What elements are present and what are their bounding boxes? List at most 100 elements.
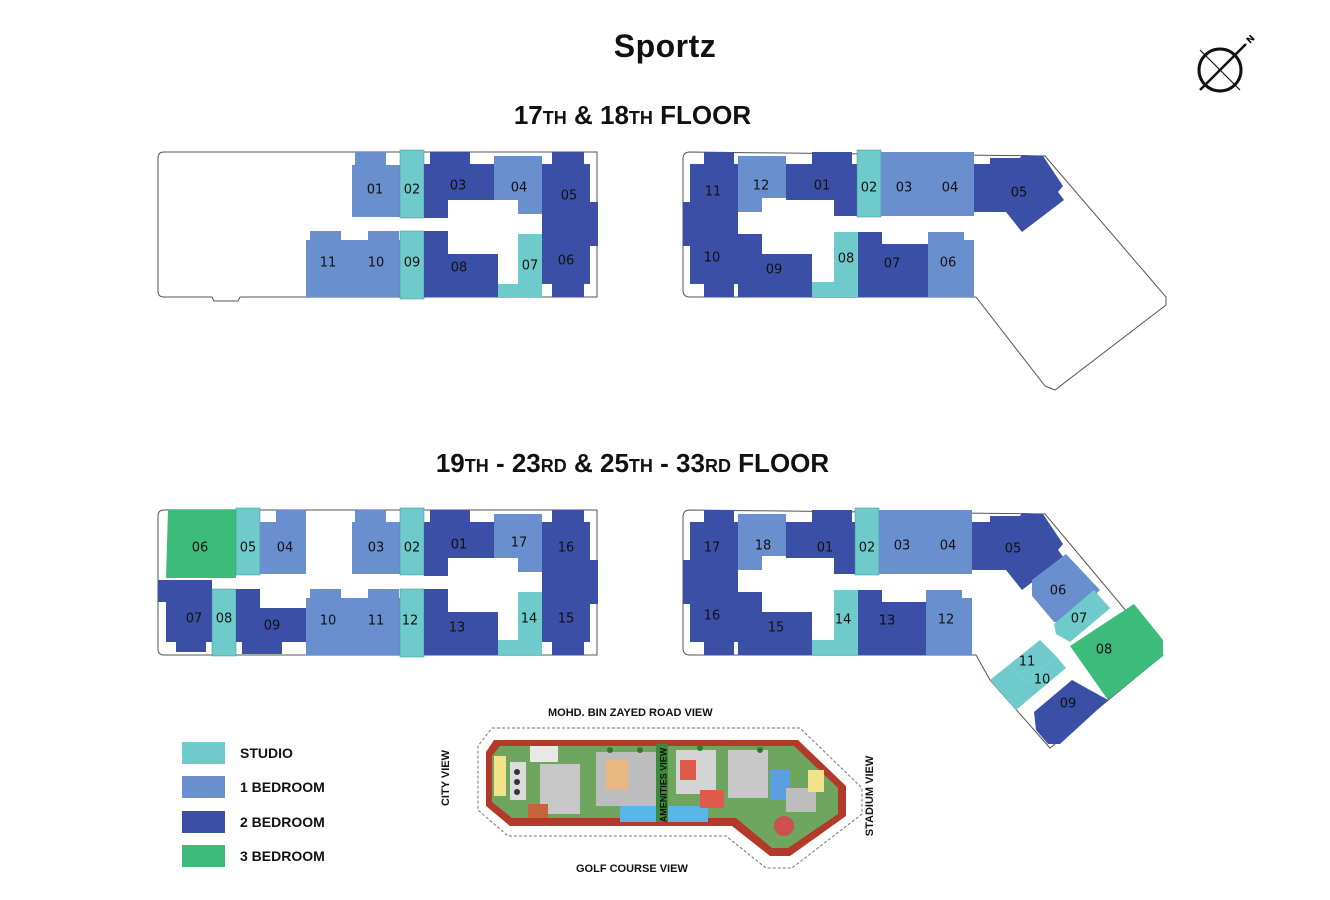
- svg-text:09: 09: [264, 619, 281, 634]
- svg-text:11: 11: [368, 614, 385, 629]
- unit-19R-11[interactable]: 11: [1010, 640, 1056, 682]
- svg-text:16: 16: [704, 609, 721, 624]
- view-label-right: STADIUM VIEW: [864, 755, 877, 837]
- svg-text:09: 09: [1060, 697, 1077, 712]
- unit-19L-16[interactable]: 16: [542, 510, 598, 582]
- unit-17L-06[interactable]: 06: [542, 224, 598, 297]
- svg-text:03: 03: [450, 179, 467, 194]
- svg-text:01: 01: [814, 179, 831, 194]
- legend-swatch-studio: [182, 742, 225, 764]
- unit-17R-03[interactable]: 03: [881, 152, 927, 216]
- svg-text:11: 11: [1019, 655, 1036, 670]
- unit-19R-10[interactable]: 10: [990, 656, 1066, 710]
- unit-19R-13[interactable]: 13: [858, 590, 926, 655]
- svg-text:05: 05: [1011, 186, 1028, 201]
- unit-19R-07[interactable]: 07: [1054, 590, 1120, 642]
- unit-19L-17[interactable]: 17: [494, 514, 542, 572]
- view-label-bottom: GOLF COURSE VIEW: [576, 863, 688, 875]
- unit-17R-09[interactable]: 09: [738, 234, 812, 297]
- unit-19R-01[interactable]: 01: [786, 510, 858, 574]
- unit-19L-02[interactable]: 02: [399, 507, 425, 576]
- svg-text:12: 12: [938, 613, 955, 628]
- legend-label-studio: STUDIO: [240, 745, 293, 761]
- svg-text:01: 01: [367, 183, 384, 198]
- svg-text:07: 07: [884, 257, 901, 272]
- unit-17L-05[interactable]: 05: [542, 152, 598, 224]
- svg-text:02: 02: [859, 541, 876, 556]
- legend-swatch-1bed: [182, 776, 225, 798]
- unit-17L-10[interactable]: 10: [352, 231, 400, 297]
- unit-19L-12[interactable]: 12: [399, 588, 425, 658]
- legend-label-1bed: 1 BEDROOM: [240, 779, 325, 795]
- unit-19R-12[interactable]: 12: [926, 590, 972, 655]
- unit-19L-11[interactable]: 11: [352, 589, 400, 655]
- unit-19L-06[interactable]: 06: [166, 510, 236, 578]
- unit-17R-01[interactable]: 01: [786, 152, 858, 216]
- unit-19L-05[interactable]: 05: [235, 507, 261, 576]
- unit-19L-03[interactable]: 03: [352, 510, 400, 574]
- unit-19L-13[interactable]: 13: [424, 589, 498, 655]
- legend-label-2bed: 2 BEDROOM: [240, 814, 325, 830]
- unit-17L-09[interactable]: 09: [399, 230, 425, 300]
- unit-17L-02[interactable]: 02: [399, 149, 425, 219]
- unit-19L-07[interactable]: 07: [158, 580, 212, 652]
- unit-17L-07[interactable]: 07: [498, 234, 542, 298]
- svg-text:07: 07: [1071, 612, 1088, 627]
- unit-17L-04[interactable]: 04: [494, 156, 542, 214]
- svg-text:10: 10: [320, 614, 337, 629]
- unit-17L-01[interactable]: 01: [352, 152, 400, 217]
- north-arrow-icon: N: [1197, 34, 1257, 93]
- svg-text:01: 01: [817, 541, 834, 556]
- unit-19L-14[interactable]: 14: [498, 592, 542, 655]
- unit-17L-11[interactable]: 11: [306, 231, 352, 297]
- unit-17R-06[interactable]: 06: [928, 232, 974, 297]
- unit-19R-09[interactable]: 09: [1034, 680, 1108, 744]
- unit-19R-02[interactable]: 02: [854, 507, 880, 576]
- unit-19L-04[interactable]: 04: [260, 510, 306, 574]
- unit-19R-03[interactable]: 03: [879, 510, 925, 574]
- unit-17R-05[interactable]: 05: [974, 155, 1064, 232]
- unit-19R-17[interactable]: 17: [683, 510, 738, 582]
- unit-17L-08[interactable]: 08: [424, 231, 498, 297]
- unit-19R-08[interactable]: 08: [1070, 604, 1163, 700]
- unit-17R-08[interactable]: 08: [812, 232, 858, 297]
- unit-17R-12[interactable]: 12: [738, 156, 786, 212]
- unit-19R-14[interactable]: 14: [812, 590, 858, 655]
- unit-19L-09[interactable]: 09: [236, 589, 306, 654]
- unit-17R-10[interactable]: 10: [683, 224, 738, 297]
- floor-title-17-18: 17TH & 18TH FLOOR: [513, 100, 752, 130]
- unit-19R-15[interactable]: 15: [738, 592, 812, 655]
- svg-text:10: 10: [1034, 673, 1051, 688]
- svg-text:03: 03: [896, 181, 913, 196]
- unit-19L-08[interactable]: 08: [211, 588, 237, 657]
- unit-17R-07[interactable]: 07: [858, 232, 928, 297]
- unit-19L-01[interactable]: 01: [424, 510, 494, 576]
- svg-text:02: 02: [404, 541, 421, 556]
- unit-17R-02[interactable]: 02: [856, 149, 882, 218]
- svg-text:06: 06: [192, 541, 209, 556]
- svg-text:16: 16: [558, 541, 575, 556]
- svg-text:13: 13: [879, 614, 896, 629]
- unit-19R-04[interactable]: 04: [925, 510, 972, 574]
- unit-17L-03[interactable]: 03: [424, 152, 494, 218]
- unit-19R-16[interactable]: 16: [683, 582, 738, 655]
- legend-swatch-2bed: [182, 811, 225, 833]
- svg-text:06: 06: [940, 256, 957, 271]
- unit-17R-11[interactable]: 11: [683, 152, 738, 224]
- unit-19R-05[interactable]: 05: [972, 513, 1064, 590]
- svg-text:09: 09: [404, 256, 421, 271]
- svg-text:12: 12: [753, 179, 770, 194]
- unit-19L-15[interactable]: 15: [542, 582, 598, 655]
- floor-17-left-units: 01 02 03 04 05 11 10 09 08 07 06: [306, 149, 598, 300]
- project-title: Sportz: [613, 28, 717, 64]
- unit-19L-10[interactable]: 10: [306, 589, 352, 655]
- svg-text:03: 03: [894, 539, 911, 554]
- unit-19R-18[interactable]: 18: [738, 514, 786, 570]
- unit-17R-04[interactable]: 04: [927, 152, 974, 216]
- legend-swatch-3bed: [182, 845, 225, 867]
- svg-text:06: 06: [558, 254, 575, 269]
- svg-text:05: 05: [1005, 542, 1022, 557]
- north-letter: N: [1245, 34, 1257, 46]
- svg-text:08: 08: [451, 261, 468, 276]
